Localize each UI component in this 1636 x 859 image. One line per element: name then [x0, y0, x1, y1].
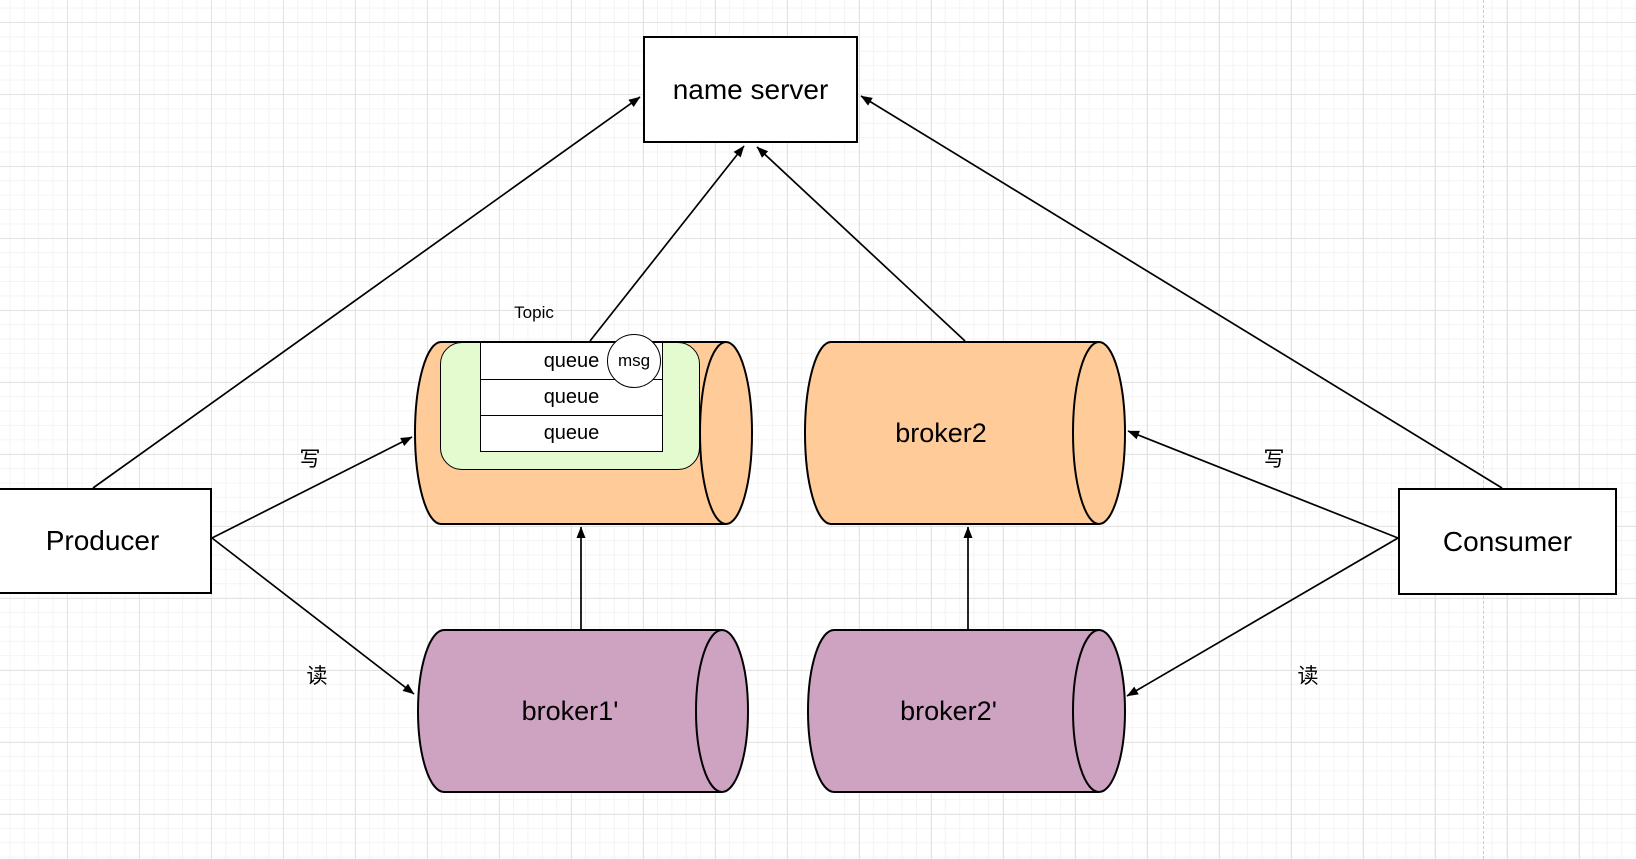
msg-node[interactable]: msg: [607, 334, 661, 388]
node-name-server[interactable]: name server: [643, 36, 858, 143]
edge-producer-to-nameserver[interactable]: [92, 96, 641, 489]
cylinder-end-arc: [699, 341, 727, 525]
cylinder-broker2-prime[interactable]: [806, 629, 1127, 793]
edge-producer-read-broker1-prime[interactable]: [211, 537, 415, 695]
edge-producer-write-broker1[interactable]: [211, 436, 413, 539]
queue-row-2-label: queue: [543, 386, 600, 408]
label-read-consumer[interactable]: 读: [1297, 665, 1319, 688]
queue-row-3[interactable]: queue: [481, 415, 662, 451]
cylinder-end-arc: [1072, 629, 1100, 793]
queue-row-2[interactable]: queue: [481, 379, 662, 415]
node-consumer[interactable]: Consumer: [1398, 488, 1617, 595]
page-boundary-guide: [1483, 0, 1484, 859]
topic-title: Topic: [514, 303, 554, 322]
edge-consumer-read-broker2-prime[interactable]: [1126, 537, 1399, 697]
queue-row-1-label: queue: [543, 349, 600, 372]
cylinder-broker2[interactable]: [803, 341, 1127, 525]
cylinder-broker1-prime[interactable]: [416, 629, 750, 793]
edge-consumer-to-nameserver[interactable]: [860, 95, 1503, 489]
node-producer-label: Producer: [45, 525, 160, 556]
label-write-producer[interactable]: 写: [299, 448, 321, 471]
node-name-server-label: name server: [672, 73, 829, 105]
edge-broker2-to-nameserver[interactable]: [756, 146, 966, 342]
queue-row-3-label: queue: [543, 422, 600, 444]
edge-consumer-write-broker2[interactable]: [1127, 430, 1399, 539]
cylinder-end-arc: [695, 629, 723, 793]
label-write-consumer[interactable]: 写: [1263, 448, 1285, 471]
cylinder-end-arc: [1072, 341, 1100, 525]
node-producer[interactable]: Producer: [0, 488, 212, 594]
edge-broker1-to-nameserver[interactable]: [589, 145, 745, 342]
node-consumer-label: Consumer: [1442, 525, 1573, 557]
msg-node-label: msg: [617, 351, 651, 370]
queue-row-1[interactable]: queue: [481, 343, 662, 379]
label-read-producer[interactable]: 读: [306, 665, 328, 688]
